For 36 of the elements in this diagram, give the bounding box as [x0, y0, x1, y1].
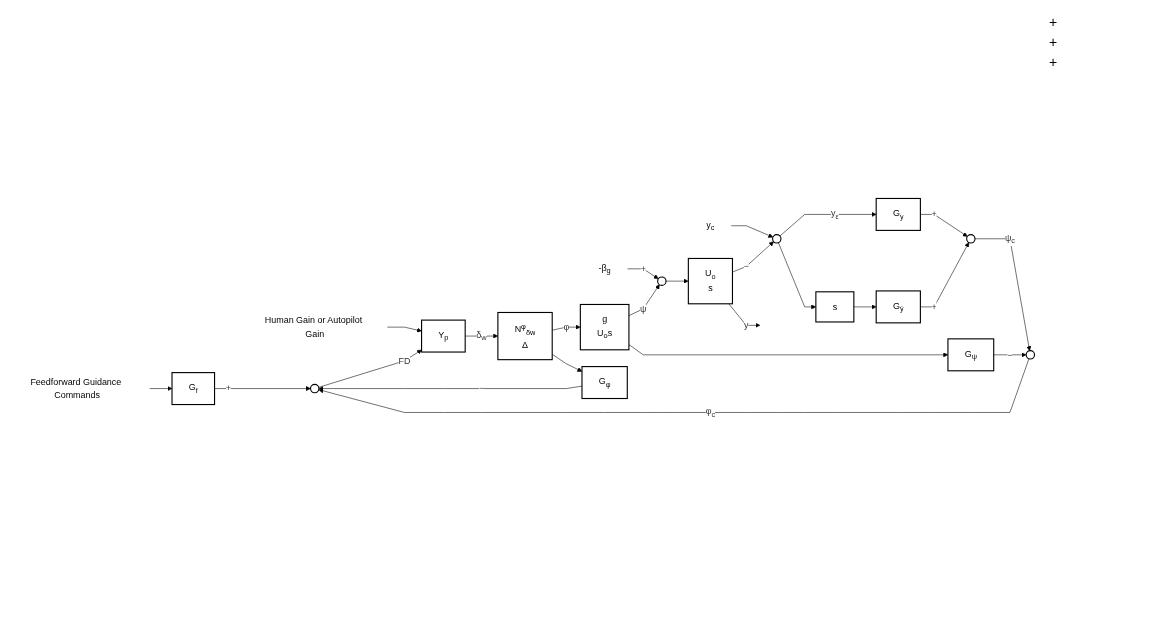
edge-label: y$_{ε}$ [830, 208, 839, 221]
node-box: G$_{φ}$ [581, 365, 628, 399]
node-text: Human Gain or Autopilot Gain [264, 315, 363, 339]
node-circle [657, 276, 667, 286]
edge-label: − [1007, 349, 1013, 360]
edge-label: y [744, 320, 749, 330]
edge-label: + [225, 383, 231, 393]
sign-label: + [1049, 34, 1059, 50]
edge-label: + [931, 209, 937, 219]
node-box: s [815, 291, 855, 323]
edge-label: ψ [640, 303, 647, 314]
node-circle [772, 233, 782, 244]
sign-label: + [1049, 54, 1059, 70]
edge-label: δ$_{w}$ [476, 329, 487, 342]
node-box: U$_{o}$ s [687, 257, 733, 305]
node-text: -β$_{g}$ [598, 262, 611, 275]
node-box: g U$_{o}$s [579, 303, 630, 351]
node-text: Feedforward Guidance Commands [30, 376, 122, 400]
node-circle [1025, 349, 1036, 360]
edge-label: + [640, 263, 646, 274]
edge-label: φ$_{c}$ [705, 406, 716, 419]
node-box: G$_{ψ}$ [947, 338, 995, 372]
sign-label: + [1049, 14, 1059, 30]
node-box: Y$_{p}$ [421, 319, 466, 353]
node-circle [966, 233, 976, 244]
edge-label: FD [398, 355, 411, 366]
node-box: G$_{f}$ [171, 371, 216, 405]
edge-label: − [478, 383, 485, 393]
node-box: G$_{y}$ [875, 197, 921, 231]
node-box: G$_{ẏ}$ [875, 290, 921, 324]
edge-label: φ [563, 321, 570, 332]
edge-label: ψ$_{c}$ [1004, 232, 1015, 245]
node-circle [309, 383, 320, 394]
edge-label: + [931, 301, 937, 312]
node-text: y$_{c}$ [706, 219, 715, 232]
edge-label: − [743, 261, 749, 271]
